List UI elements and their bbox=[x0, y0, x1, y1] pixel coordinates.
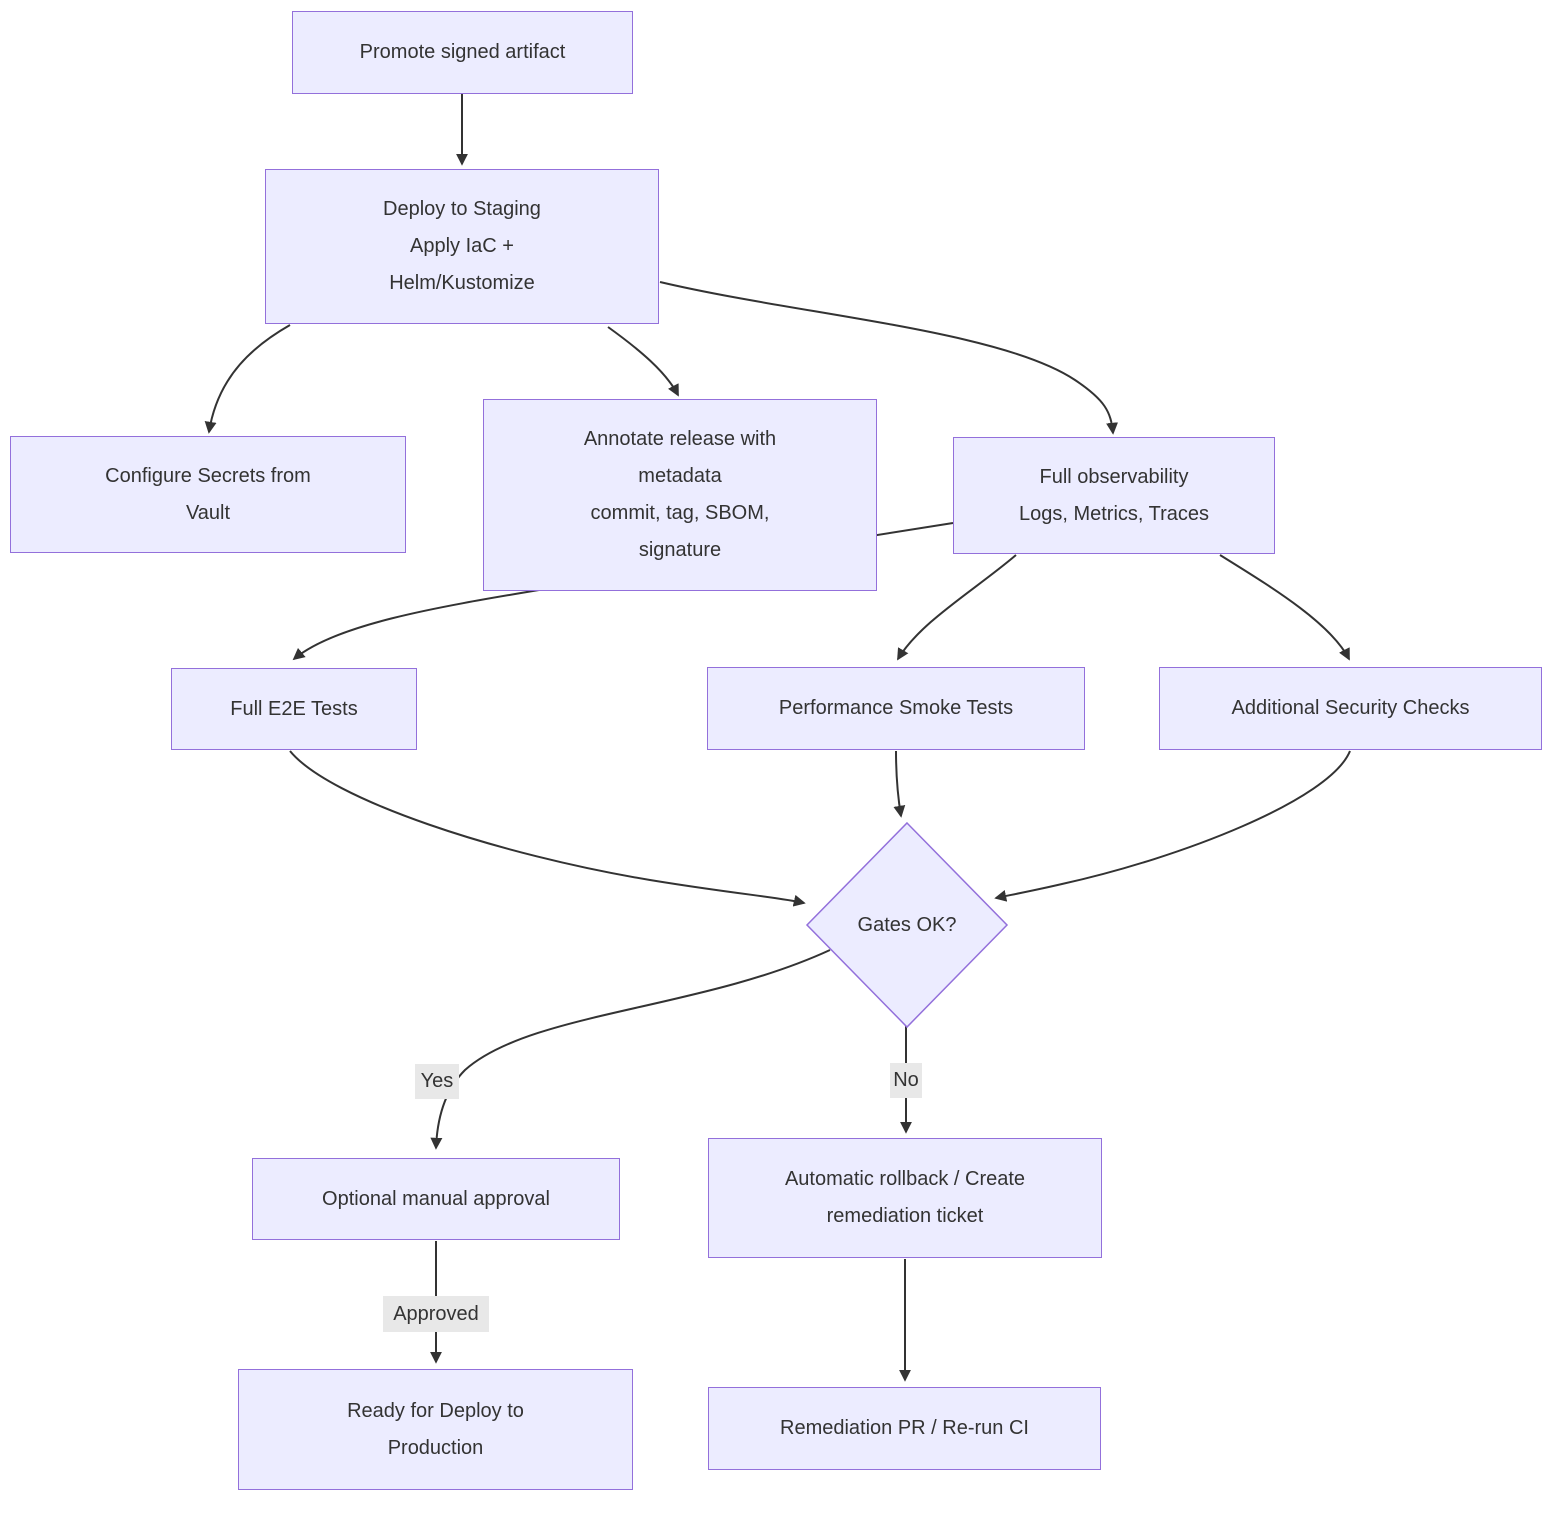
node-gates-ok-label: Gates OK? bbox=[807, 906, 1007, 944]
node-label: Annotate release with bbox=[583, 428, 777, 450]
node-full-e2e-tests: Full E2E Tests bbox=[171, 668, 417, 750]
node-label: metadata bbox=[638, 465, 722, 487]
node-label: Additional Security Checks bbox=[1231, 697, 1470, 719]
node-performance-smoke-tests: Performance Smoke Tests bbox=[707, 667, 1085, 750]
edge-label-yes: Yes bbox=[415, 1064, 459, 1099]
edge-observability-to-perf bbox=[897, 554, 1017, 661]
node-label: Full observability bbox=[1039, 465, 1189, 488]
node-label: Production bbox=[387, 1436, 484, 1459]
node-full-observability: Full observability Logs, Metrics, Traces bbox=[953, 437, 1275, 554]
node-label: Vault bbox=[185, 501, 231, 524]
node-label: Ready for Deploy to bbox=[347, 1399, 524, 1422]
node-label: Promote signed artifact bbox=[359, 41, 566, 63]
node-remediation-pr: Remediation PR / Re-run CI bbox=[708, 1387, 1101, 1470]
edge-deploy-to-annotate bbox=[607, 326, 679, 397]
node-automatic-rollback: Automatic rollback / Create remediation … bbox=[708, 1138, 1102, 1258]
node-deploy-to-staging: Deploy to Staging Apply IaC + Helm/Kusto… bbox=[265, 169, 659, 324]
node-annotate-release: Annotate release with metadata commit, t… bbox=[483, 399, 877, 591]
node-label: Logs, Metrics, Traces bbox=[1018, 502, 1210, 525]
node-label: Gates OK? bbox=[857, 913, 957, 936]
edge-perf-to-gates bbox=[893, 750, 906, 818]
node-additional-security-checks: Additional Security Checks bbox=[1159, 667, 1542, 750]
gates-decision-diamond bbox=[805, 821, 1009, 1029]
node-configure-secrets: Configure Secrets from Vault bbox=[10, 436, 406, 553]
edge-deploy-to-observability bbox=[659, 281, 1119, 435]
node-label: Remediation PR / Re-run CI bbox=[780, 1417, 1029, 1439]
node-label: commit, tag, SBOM, bbox=[590, 502, 770, 524]
edge-gates-to-approval-yes bbox=[430, 949, 831, 1150]
node-label: remediation ticket bbox=[826, 1205, 984, 1227]
node-label: Deploy to Staging bbox=[383, 198, 541, 220]
node-label: Helm/Kustomize bbox=[389, 272, 535, 294]
node-label: Automatic rollback / Create bbox=[784, 1168, 1026, 1190]
node-label: Apply IaC + bbox=[410, 235, 514, 257]
edge-label-approved: Approved bbox=[383, 1296, 489, 1332]
node-label: Performance Smoke Tests bbox=[778, 697, 1014, 719]
edge-label-no: No bbox=[890, 1063, 922, 1098]
edge-e2e-to-gates bbox=[289, 750, 806, 907]
node-label: signature bbox=[638, 539, 722, 561]
node-label: Optional manual approval bbox=[322, 1187, 550, 1210]
node-ready-for-production: Ready for Deploy to Production bbox=[238, 1369, 633, 1490]
node-promote-signed-artifact: Promote signed artifact bbox=[292, 11, 633, 94]
node-label: Full E2E Tests bbox=[230, 697, 358, 720]
edge-observability-to-security bbox=[1219, 554, 1350, 661]
edge-deploy-to-secrets bbox=[204, 324, 291, 434]
node-optional-manual-approval: Optional manual approval bbox=[252, 1158, 620, 1240]
edge-security-to-gates bbox=[994, 750, 1351, 902]
node-label: Configure Secrets from bbox=[105, 464, 311, 487]
